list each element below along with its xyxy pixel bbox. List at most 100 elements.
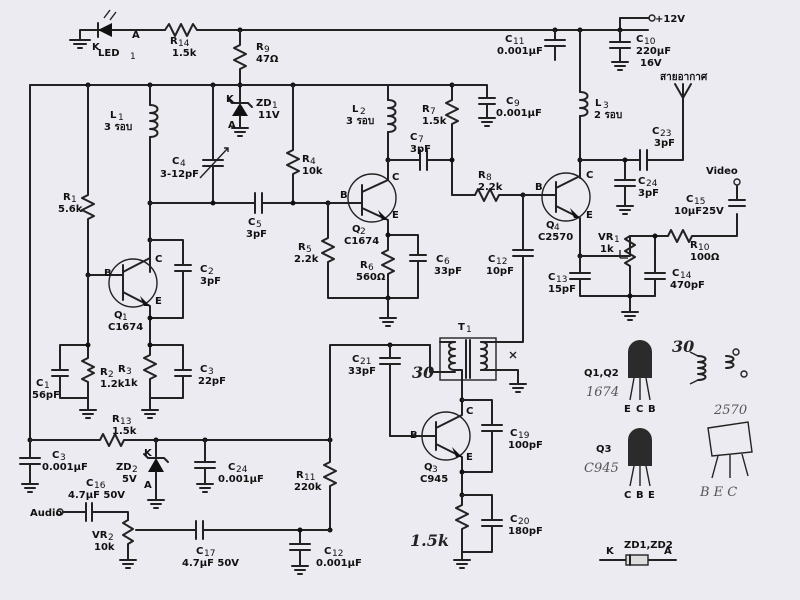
c1-value: 56pF [32, 390, 60, 401]
r7-sub: 7 [430, 107, 436, 117]
zener-pinout-a: A [664, 546, 672, 557]
c5-sub: 5 [256, 220, 262, 230]
l3-value: 2 รอบ [594, 110, 622, 121]
r11-value: 220k [294, 482, 322, 493]
pinout-q3-c: C [624, 490, 631, 501]
zd2-value: 5V [122, 474, 137, 485]
zener-pinout-k: K [606, 546, 615, 557]
zd2-sub: 2 [132, 465, 138, 475]
q2-b-label: B [340, 190, 348, 201]
c11-label: C [505, 34, 512, 45]
q4-c-label: C [586, 170, 593, 181]
q2-e-label: E [392, 210, 399, 221]
q2-c-label: C [392, 172, 399, 183]
q3-sub: 3 [432, 465, 438, 475]
pinout-q3-label: Q3 [596, 444, 612, 455]
r8-sub: 8 [486, 173, 492, 183]
r7-label: R [422, 104, 430, 115]
c6-label: C [436, 254, 443, 265]
c3-label: C [52, 450, 59, 461]
led1-k-label: K [92, 42, 101, 53]
c9-label: C [506, 96, 513, 107]
pinout-q3-note: C945 [584, 461, 619, 476]
pinout-q1q2-note: 1674 [586, 385, 619, 400]
zd2-a-label: A [144, 480, 152, 491]
c19-sub: 19 [518, 431, 530, 441]
c6-value: 33pF [434, 266, 462, 277]
l3-sub: 3 [603, 101, 609, 111]
r6-label: R [360, 260, 368, 271]
c10-value2: 16V [640, 58, 662, 69]
r13-sub: 13 [120, 417, 131, 427]
q4-type: C2570 [538, 232, 573, 243]
oscillator-stage-q1 [27, 82, 451, 443]
zd1-a-label: A [228, 120, 236, 131]
r11-label: R [296, 470, 304, 481]
r3-label: R [118, 364, 126, 375]
r9-value: 47Ω [256, 54, 279, 65]
c9-sub: 9 [514, 99, 520, 109]
c21-sub: 21 [360, 357, 371, 367]
c23-value: 3pF [654, 138, 675, 149]
c17-sub: 17 [204, 549, 215, 559]
c4-value: 3-12pF [160, 169, 199, 180]
c19-value: 100pF [508, 440, 543, 451]
c20-sub: 20 [518, 517, 530, 527]
c3-value: 0.001μF [42, 462, 88, 473]
zener-pinout-label: ZD1,ZD2 [624, 540, 673, 551]
transistor-pinout-q3 [628, 428, 652, 487]
pinout-q1q2-e: E [624, 404, 631, 415]
c10-label: C [636, 34, 643, 45]
zd1-label: ZD [256, 98, 272, 109]
zd2-k-label: K [144, 448, 153, 459]
r2-label: R [100, 367, 108, 378]
r10-value: 100Ω [690, 252, 720, 263]
c7-sub: 7 [418, 135, 424, 145]
c24a-sub: 24 [646, 179, 658, 189]
c13-value: 15pF [548, 284, 576, 295]
r5-value: 2.2k [294, 254, 319, 265]
r7-value: 1.5k [422, 116, 447, 127]
q4-b-label: B [535, 182, 543, 193]
c3b-sub: 3 [208, 367, 214, 377]
q3-type: C945 [420, 474, 448, 485]
l1-label: L [110, 110, 117, 121]
r8-label: R [478, 170, 486, 181]
c12b-sub: 12 [332, 549, 343, 559]
c15-label: C [686, 194, 693, 205]
r14-sub: 14 [178, 39, 190, 49]
c20-label: C [510, 514, 517, 525]
c12b-value: 0.001μF [316, 558, 362, 569]
antenna-label: สายอากาศ [660, 72, 708, 83]
r2-value: 1.2k [100, 379, 125, 390]
c7-label: C [410, 132, 417, 143]
c24a-label: C [638, 176, 645, 187]
q4-e-label: E [586, 210, 593, 221]
c10-sub: 10 [644, 37, 656, 47]
r9-zd1-branch [227, 29, 253, 137]
audio-label: Audio [30, 508, 62, 519]
t1-sub: 1 [466, 325, 472, 335]
t1-turns-note: 30 [412, 363, 434, 382]
r4-label: R [302, 154, 310, 165]
zd1-sub: 1 [272, 101, 278, 111]
pinout-q4-bec: B E C [699, 485, 737, 500]
q1-b-label: B [104, 268, 112, 279]
zd1-k-label: K [226, 94, 235, 105]
c3-sub: 3 [60, 453, 66, 463]
l3-label: L [595, 98, 602, 109]
pinout-q4-note: 2570 [713, 403, 747, 418]
pinout-q1q2-b: B [648, 404, 656, 415]
r14-value: 1.5k [172, 48, 197, 59]
output-stage-q4 [522, 29, 746, 321]
c12a-value: 10pF [486, 266, 514, 277]
c4-sub: 4 [180, 159, 186, 169]
vr2-sub: 2 [108, 533, 114, 543]
c16-label: C [86, 478, 93, 489]
vr2-label: VR [92, 530, 108, 541]
q2-label: Q [352, 224, 361, 235]
q4-label: Q [546, 220, 555, 231]
r4-sub: 4 [310, 157, 316, 167]
c16-value: 4.7μF 50V [68, 490, 125, 501]
